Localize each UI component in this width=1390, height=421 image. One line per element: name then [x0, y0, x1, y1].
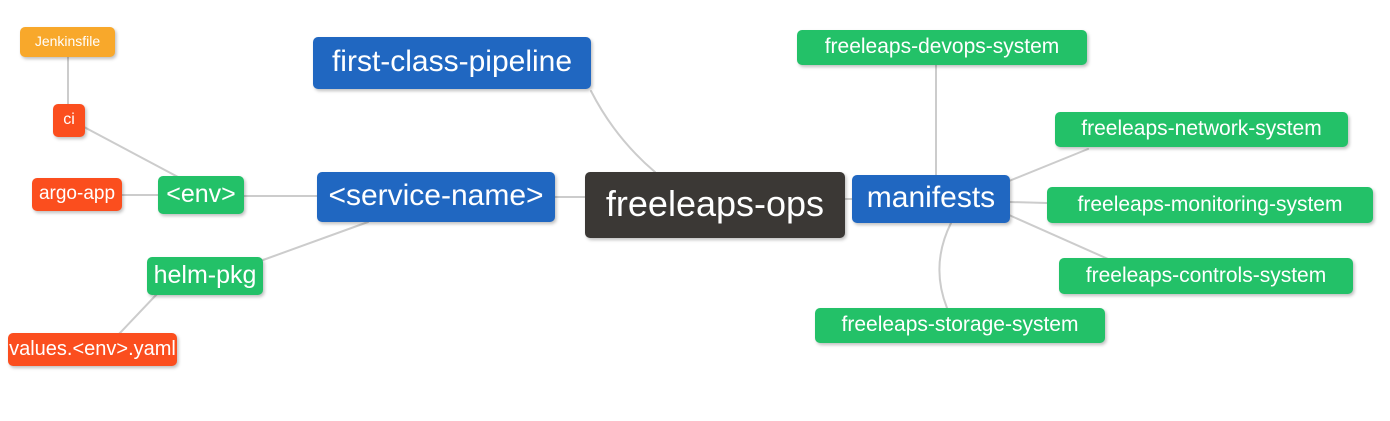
- node-freeleaps-monitoring-system[interactable]: freeleaps-monitoring-system: [1047, 187, 1373, 223]
- edge-manifests-freeleaps-controls-system: [1008, 214, 1109, 260]
- node-argo-app[interactable]: argo-app: [32, 178, 122, 211]
- node-manifests[interactable]: manifests: [852, 175, 1010, 223]
- edge-helm-pkg-values-env-yaml: [118, 293, 158, 335]
- edge-first-class-pipeline-freeleaps-ops: [590, 90, 656, 173]
- edge-service-name-helm-pkg: [262, 221, 369, 261]
- edge-ci-env: [83, 126, 179, 178]
- node-ci[interactable]: ci: [53, 104, 85, 137]
- edge-manifests-freeleaps-monitoring-system: [1009, 201, 1048, 204]
- edge-manifests-freeleaps-network-system: [1008, 148, 1089, 182]
- node-helm-pkg[interactable]: helm-pkg: [147, 257, 263, 295]
- node-freeleaps-storage-system[interactable]: freeleaps-storage-system: [815, 308, 1105, 343]
- node-freeleaps-network-system[interactable]: freeleaps-network-system: [1055, 112, 1348, 147]
- edge-manifests-freeleaps-storage-system: [938, 222, 952, 309]
- node-freeleaps-ops[interactable]: freeleaps-ops: [585, 172, 845, 238]
- node-first-class-pipeline[interactable]: first-class-pipeline: [313, 37, 591, 89]
- node-freeleaps-devops-system[interactable]: freeleaps-devops-system: [797, 30, 1087, 65]
- node-freeleaps-controls-system[interactable]: freeleaps-controls-system: [1059, 258, 1353, 294]
- node-service-name[interactable]: <service-name>: [317, 172, 555, 222]
- node-jenkinsfile[interactable]: Jenkinsfile: [20, 27, 115, 57]
- node-values-env-yaml[interactable]: values.<env>.yaml: [8, 333, 177, 366]
- node-env[interactable]: <env>: [158, 176, 244, 214]
